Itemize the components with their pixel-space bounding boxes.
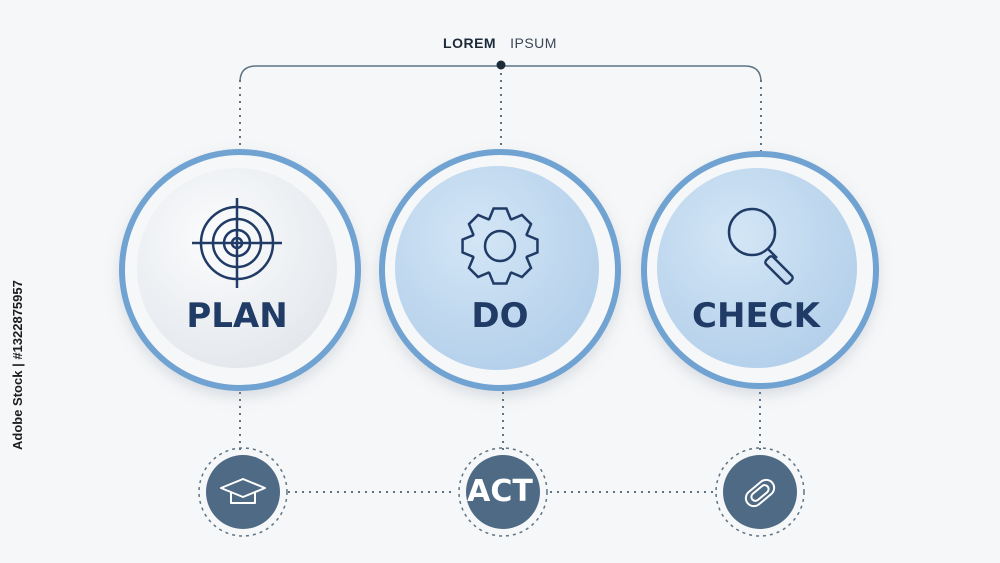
- attach-node: [715, 447, 805, 537]
- stock-id-watermark: Adobe Stock | #1322875957: [10, 280, 25, 450]
- gear-icon: [461, 207, 539, 285]
- plan-label: PLAN: [186, 296, 288, 336]
- diagram-title: LOREM IPSUM: [0, 35, 1000, 51]
- plan-node: [119, 149, 361, 391]
- learn-node: [198, 447, 288, 537]
- bottom-connector: [239, 392, 761, 493]
- act-label: ACT: [467, 474, 533, 509]
- top-connector: [238, 60, 763, 152]
- check-node: [641, 151, 879, 389]
- do-node: [379, 149, 621, 391]
- title-bold-word: LOREM: [443, 35, 497, 51]
- magnifier-icon: [727, 207, 794, 285]
- target-icon: [192, 198, 282, 288]
- top-junction-dot: [496, 60, 506, 70]
- act-node: [458, 447, 548, 537]
- check-label: CHECK: [692, 296, 820, 336]
- do-label: DO: [471, 296, 529, 336]
- graduation-cap-icon: [220, 478, 266, 504]
- title-light-word: IPSUM: [510, 35, 557, 51]
- paperclip-icon: [744, 478, 776, 508]
